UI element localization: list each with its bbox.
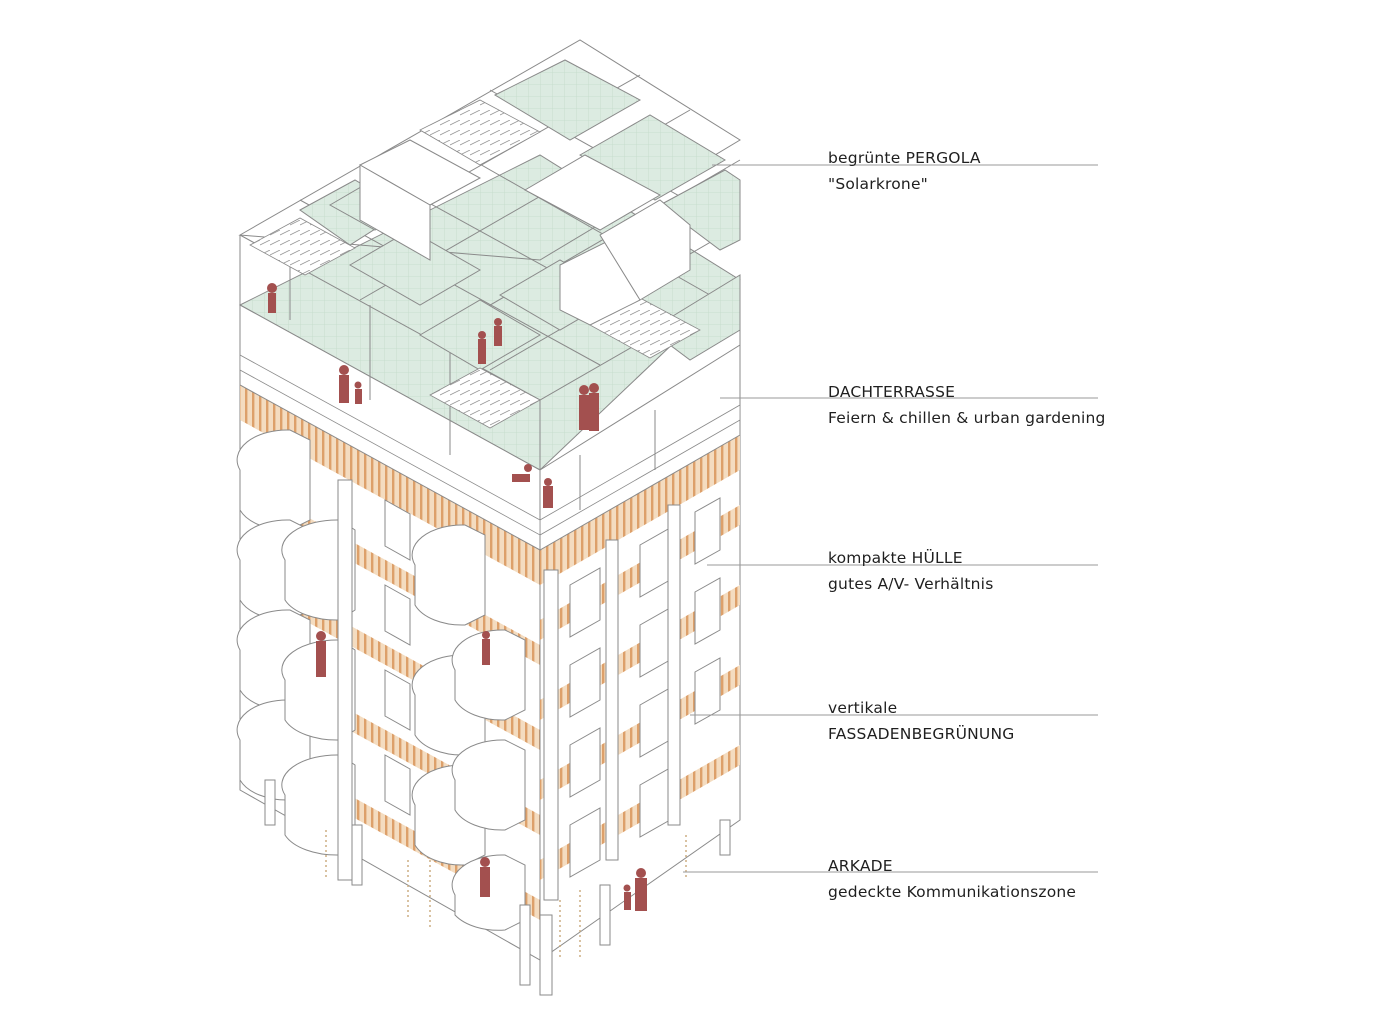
annotation-title: kompakte HÜLLE: [828, 549, 963, 567]
right-facade-windows: [569, 497, 721, 878]
annotation-subtitle: FASSADENBEGRÜNUNG: [828, 725, 1015, 743]
annotation-subtitle: gutes A/V- Verhältnis: [828, 575, 994, 593]
people-figures: [267, 283, 647, 911]
annotation-title: begrünte PERGOLA: [828, 149, 981, 167]
pergola-solar-panels: [299, 59, 741, 371]
pergola-louvres: [249, 99, 701, 429]
annotation-subtitle: gedeckte Kommunikationszone: [828, 883, 1077, 901]
annotation-title: vertikale: [828, 699, 898, 717]
arcade-columns: [264, 779, 731, 996]
annotation-dachterrasse: DACHTERRASSE Feiern & chillen & urban ga…: [828, 379, 1128, 431]
left-facade-windows: [384, 499, 411, 816]
annotation-subtitle: "Solarkrone": [828, 175, 929, 193]
annotation-arkade: ARKADE gedeckte Kommunikationszone: [828, 853, 1128, 905]
facade-piers: [337, 479, 681, 901]
annotation-pergola: begrünte PERGOLA "Solarkrone": [828, 145, 1128, 197]
annotation-title: ARKADE: [828, 857, 893, 875]
annotation-title: DACHTERRASSE: [828, 383, 956, 401]
leader-lines: [683, 164, 1098, 873]
annotation-begruenung: vertikale FASSADENBEGRÜNUNG: [828, 695, 1128, 747]
annotation-huelle: kompakte HÜLLE gutes A/V- Verhältnis: [828, 545, 1128, 597]
rooftop-structures: [358, 139, 691, 326]
annotation-subtitle: Feiern & chillen & urban gardening: [828, 409, 1106, 427]
